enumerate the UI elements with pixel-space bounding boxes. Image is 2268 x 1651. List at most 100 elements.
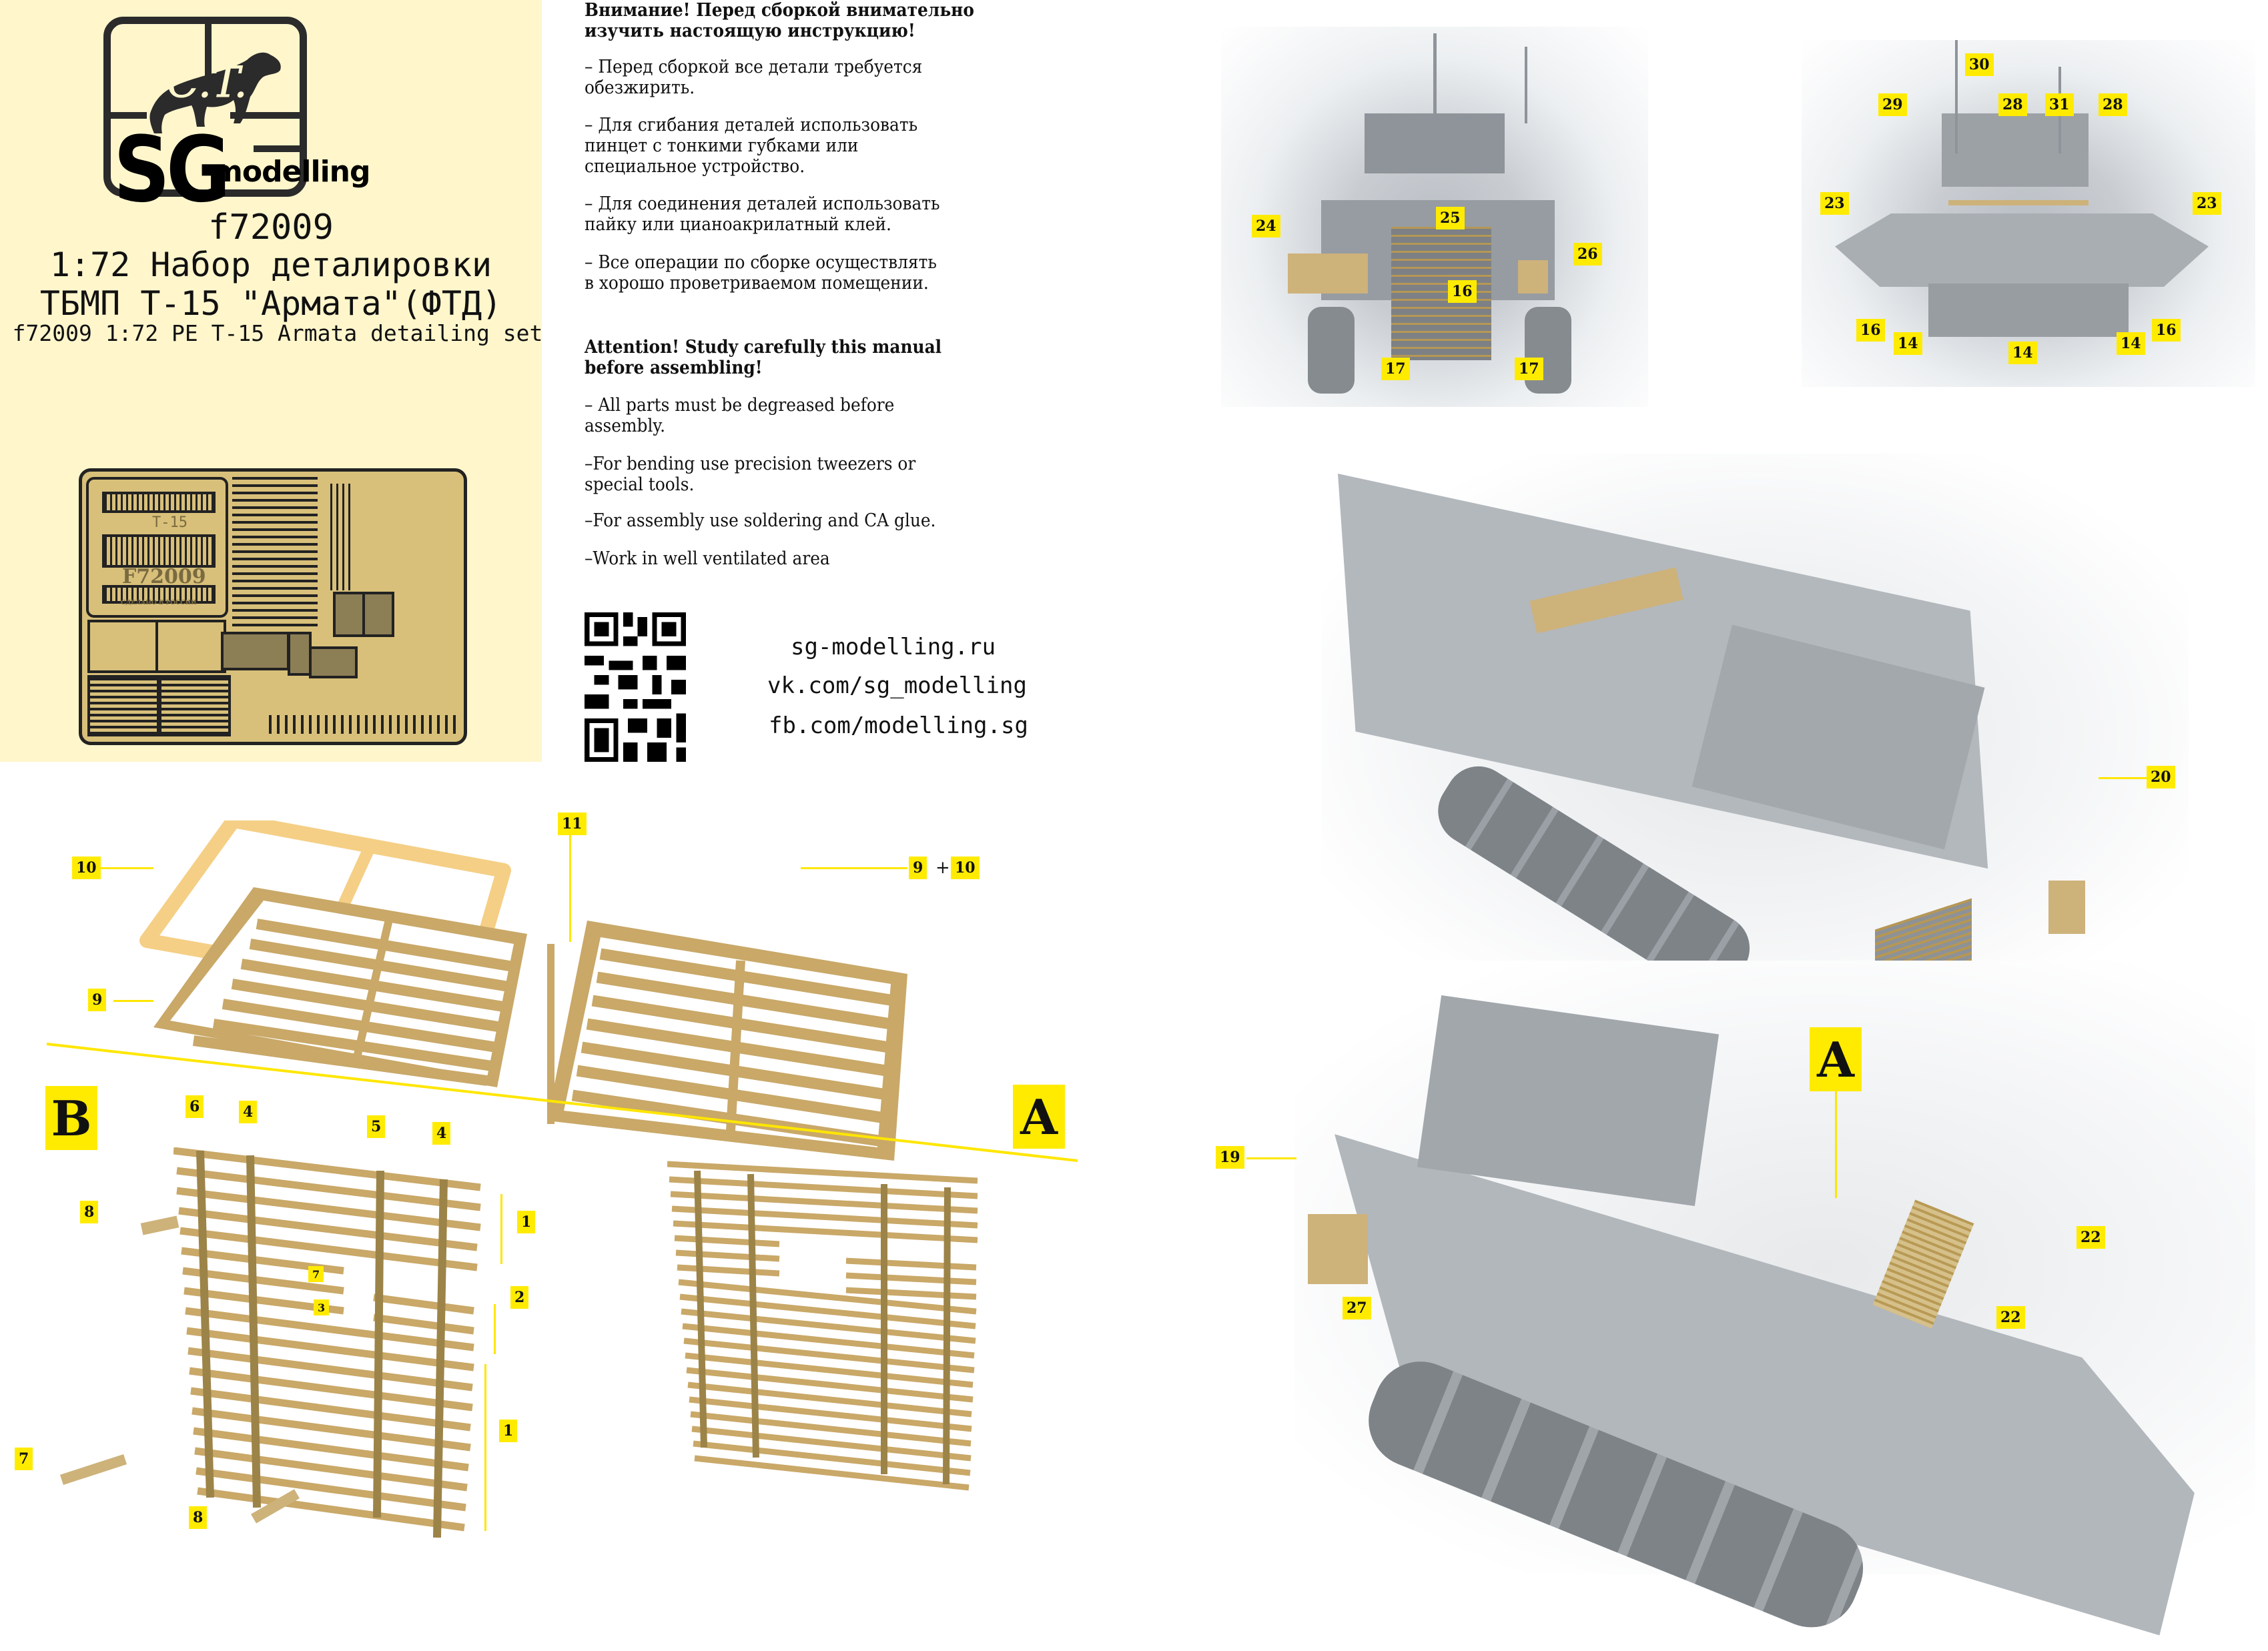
antenna xyxy=(1525,47,1527,123)
wheels xyxy=(1525,307,1571,394)
pe-plate-19 xyxy=(1308,1214,1368,1284)
monogram: C.T. xyxy=(167,58,248,107)
callout-part-6: 6 xyxy=(185,1095,204,1118)
fret-small-parts xyxy=(269,715,459,734)
photo-front-three-quarter xyxy=(1294,961,2255,1574)
callout-part-9: 9 xyxy=(909,857,927,879)
turret xyxy=(1942,113,2089,187)
fret-grille-parts xyxy=(232,477,318,628)
callout-part-17: 17 xyxy=(1381,358,1410,380)
instructions-ru-heading: Внимание! Перед сборкой внимательно изуч… xyxy=(585,0,974,41)
link-vk[interactable]: vk.com/sg_modelling xyxy=(767,672,1027,699)
callout-part-28: 28 xyxy=(2099,93,2127,116)
fret-strips xyxy=(330,484,354,590)
callout-part-3: 3 xyxy=(314,1299,330,1315)
pe-strip xyxy=(1948,200,2089,205)
product-title-ru-2: ТБМП Т-15 "Армата"(ФТД) xyxy=(39,284,502,323)
callout-part-8: 8 xyxy=(189,1506,208,1529)
bracket-line xyxy=(500,1194,502,1264)
product-subtitle-en: f72009 1:72 PE T-15 Armata detailing set xyxy=(12,320,543,346)
instructions-en-item: –For bending use precision tweezers or s… xyxy=(585,454,916,495)
callout-part-14: 14 xyxy=(1894,332,1922,355)
callout-part-4: 4 xyxy=(432,1122,451,1145)
antenna xyxy=(1955,40,1958,153)
section-label-b: B xyxy=(45,1086,97,1150)
callout-part-11: 11 xyxy=(558,812,587,835)
callout-detail-a: A xyxy=(1810,1027,1862,1091)
callout-part-26: 26 xyxy=(1573,243,1602,265)
leader-line xyxy=(2099,777,2147,779)
photo-rear-three-quarter xyxy=(1321,454,2189,1097)
instructions-ru-item: – Все операции по сборке осуществлять в … xyxy=(585,252,937,294)
instructions-en-item: –For assembly use soldering and CA glue. xyxy=(585,510,936,531)
callout-part-19: 19 xyxy=(1216,1146,1244,1169)
callout-part-10: 10 xyxy=(72,857,101,879)
callout-part-23: 23 xyxy=(2193,192,2221,215)
qr-code-icon[interactable] xyxy=(585,612,686,762)
turret xyxy=(1365,113,1505,173)
plus-sign: + xyxy=(935,858,950,878)
callout-part-1: 1 xyxy=(499,1420,518,1442)
callout-part-16: 16 xyxy=(2152,319,2181,342)
fret-name: T-15 xyxy=(152,514,187,531)
callout-part-4: 4 xyxy=(239,1101,258,1123)
link-fb[interactable]: fb.com/modelling.sg xyxy=(769,712,1028,739)
section-divider xyxy=(46,1043,1078,1162)
callout-part-14: 14 xyxy=(2008,342,2037,364)
callout-part-22: 22 xyxy=(2076,1226,2105,1249)
callout-part-20: 20 xyxy=(2147,766,2175,788)
part-7-clip xyxy=(59,1454,127,1486)
leader-line xyxy=(569,835,571,942)
callout-part-22: 22 xyxy=(1996,1306,2025,1329)
photo-rear-view xyxy=(1221,27,1648,407)
callout-part-16: 16 xyxy=(1856,319,1885,342)
antenna xyxy=(1433,33,1437,113)
link-site[interactable]: sg-modelling.ru xyxy=(791,634,996,660)
logo-modelling: modelling xyxy=(212,155,370,189)
pe-plate-24 xyxy=(1288,253,1368,294)
fret-plate-20 xyxy=(309,646,358,678)
callout-part-5: 5 xyxy=(367,1115,386,1138)
bear-logo-icon: C.T. xyxy=(149,52,281,133)
callout-part-8: 8 xyxy=(80,1201,99,1223)
callout-part-1: 1 xyxy=(517,1211,536,1233)
callout-part-25: 25 xyxy=(1436,207,1465,229)
product-title-ru-1: 1:72 Набор деталировки xyxy=(49,245,492,284)
pe-plate-26 xyxy=(1518,260,1548,294)
callout-part-29: 29 xyxy=(1878,93,1907,116)
logo-sg: SG xyxy=(113,116,231,223)
callout-part-30: 30 xyxy=(1965,53,1994,76)
leader-line xyxy=(100,867,153,869)
bracket-line xyxy=(484,1364,486,1531)
part-1-grille-assembled xyxy=(667,1161,978,1491)
product-code: f72009 xyxy=(208,207,334,247)
callout-part-31: 31 xyxy=(2045,93,2074,116)
fret-grille-9a xyxy=(87,675,159,736)
leader-line xyxy=(1835,1091,1837,1198)
callout-part-10: 10 xyxy=(951,857,980,879)
callout-part-2: 2 xyxy=(510,1286,529,1309)
instructions-ru-item: – Для соединения деталей использовать па… xyxy=(585,193,940,235)
fret-code: F72009 xyxy=(122,565,206,588)
callout-part-27: 27 xyxy=(1343,1297,1371,1319)
section-label-a: A xyxy=(1013,1085,1065,1149)
callout-part-16: 16 xyxy=(1448,280,1477,303)
fret-nameplate: T-15 F72009 СДЕЛАНО В РОССИИ xyxy=(86,477,228,618)
fret-frame-10a xyxy=(87,620,158,673)
logo-sprue xyxy=(110,112,147,119)
part-9-10-assembled xyxy=(547,921,907,1161)
logo-sprue xyxy=(254,145,300,152)
logo-frame xyxy=(103,17,307,197)
lower-hull xyxy=(1928,284,2129,337)
bracket-line xyxy=(494,1304,496,1354)
instructions-en-item: –Work in well ventilated area xyxy=(585,548,830,569)
fret-made-in: СДЕЛАНО В РОССИИ xyxy=(121,600,197,606)
hull-front xyxy=(1835,213,2209,287)
callout-part-14: 14 xyxy=(2117,332,2145,355)
instructions-en-heading: Attention! Study carefully this manual b… xyxy=(585,337,942,378)
callout-part-28: 28 xyxy=(1998,93,2027,116)
leader-line xyxy=(113,1000,153,1002)
callout-part-7: 7 xyxy=(15,1448,33,1470)
instructions-en-item: – All parts must be degreased before ass… xyxy=(585,395,895,436)
callout-part-24: 24 xyxy=(1252,215,1280,237)
